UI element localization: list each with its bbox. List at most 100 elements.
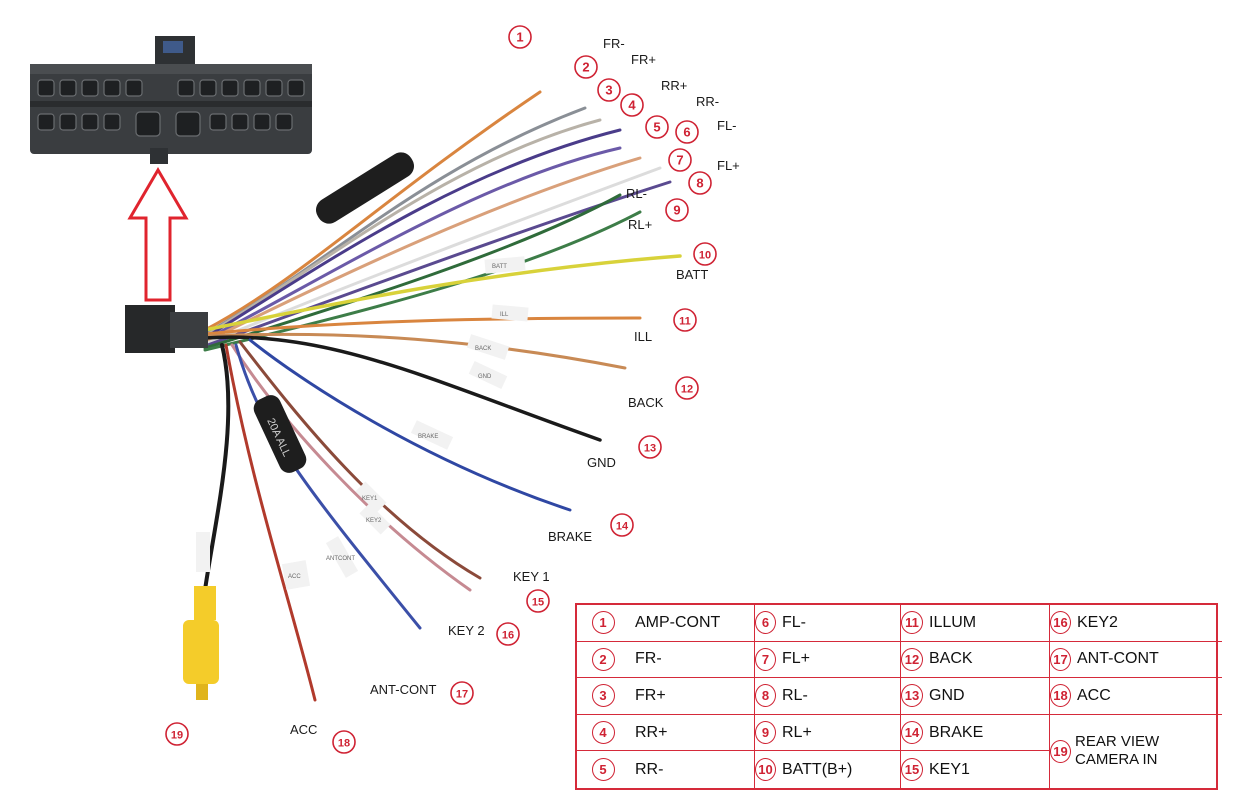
marker-number: 4 [628,98,636,113]
marker-circle-icon [610,513,634,537]
legend-circle-icon: 5 [591,758,615,782]
marker-17: 17 [450,681,474,705]
legend-number-1: 1 [577,605,629,642]
marker-circle-icon [620,93,644,117]
up-arrow-icon [127,167,189,302]
marker-3: 3 [597,78,621,102]
label-12: BACK [628,395,664,410]
marker-12: 12 [675,376,699,400]
label-17: ANT-CONT [370,682,437,697]
marker-number: 16 [502,630,514,642]
legend-circle-icon: 19 [1050,739,1071,763]
legend-number-3: 3 [577,678,629,715]
tag-ill: ILL [500,312,509,318]
marker-circle-icon [688,171,712,195]
marker-circle-icon [508,25,532,49]
marker-circle-icon [675,120,699,144]
legend-label-13: GND [923,678,1050,715]
legend-number-9: 9 [755,715,776,752]
marker-2: 2 [574,55,598,79]
tag-antcont: ANTCONT [326,556,355,562]
marker-1: 1 [508,25,532,49]
legend-label-9: RL+ [776,714,901,752]
marker-circle-icon [597,78,621,102]
legend-label-5: RR- [629,751,755,788]
tag-back: BACK [475,346,491,352]
label-18: ACC [290,722,318,737]
legend-number-4: 4 [577,715,629,752]
marker-10: 10 [693,242,717,266]
tag-key2: KEY2 [366,518,382,524]
marker-number: 17 [456,689,468,701]
legend-number-15: 15 [901,751,923,788]
marker-circle-icon [645,115,669,139]
marker-number: 7 [676,153,683,168]
legend-number-17: 17 [1050,642,1071,679]
legend-circle-icon: 2 [591,647,615,671]
legend-label-14: BRAKE [923,714,1050,752]
legend-number-13: 13 [901,678,923,715]
legend-circle-icon: 10 [755,758,776,782]
legend-label-19: REAR VIEW CAMERA IN [1075,733,1160,769]
marker-circle-icon [450,681,474,705]
label-13: GND [587,455,616,470]
tag-acc: ACC [288,574,301,580]
legend-label-10: BATT(B+) [776,751,901,788]
legend-number-2: 2 [577,642,629,679]
legend-circle-icon: 7 [755,647,776,671]
label-10: BATT [676,267,709,282]
marker-circle-icon [574,55,598,79]
marker-number: 3 [605,83,612,98]
marker-circle-icon [673,308,697,332]
marker-number: 13 [644,443,656,455]
legend-label-1: AMP-CONT [629,605,755,642]
legend-circle-icon: 11 [901,611,923,635]
marker-16: 16 [496,622,520,646]
marker-number: 6 [683,125,690,140]
marker-number: 1 [516,30,523,45]
label-5: FL- [717,118,737,133]
marker-13: 13 [638,435,662,459]
marker-circle-icon [675,376,699,400]
marker-number: 15 [532,597,544,609]
legend-circle-icon: 16 [1050,611,1071,635]
marker-number: 12 [681,384,693,396]
rca-connector-icon [183,586,219,700]
marker-14: 14 [610,513,634,537]
legend-label-2: FR- [629,641,755,679]
legend-number-11: 11 [901,605,923,642]
marker-circle-icon [496,622,520,646]
legend-label-4: RR+ [629,714,755,752]
marker-number: 10 [699,250,711,262]
marker-9: 9 [665,198,689,222]
legend-circle-icon: 8 [755,684,776,708]
tag-gnd: GND [478,374,492,380]
label-2: FR+ [631,52,656,67]
legend-circle-icon: 17 [1050,647,1071,671]
tag-batt: BATT [492,264,507,270]
legend-number-5: 5 [577,751,629,788]
marker-circle-icon [165,722,189,746]
legend-label-12: BACK [923,641,1050,679]
tag-key1: KEY1 [362,496,378,502]
marker-circle-icon [638,435,662,459]
legend-number-16: 16 [1050,605,1071,642]
marker-18: 18 [332,730,356,754]
legend-label-6: FL- [776,605,901,642]
legend-circle-icon: 3 [591,684,615,708]
marker-15: 15 [526,589,550,613]
marker-number: 5 [653,120,660,135]
marker-number: 19 [171,730,183,742]
marker-number: 8 [696,176,703,191]
legend-number-14: 14 [901,715,923,752]
legend-label-7: FL+ [776,641,901,679]
marker-circle-icon [665,198,689,222]
label-1: FR- [603,36,625,51]
marker-circle-icon [693,242,717,266]
marker-5: 5 [645,115,669,139]
marker-19: 19 [165,722,189,746]
label-16: KEY 2 [448,623,485,638]
legend-label-17: ANT-CONT [1071,642,1222,679]
